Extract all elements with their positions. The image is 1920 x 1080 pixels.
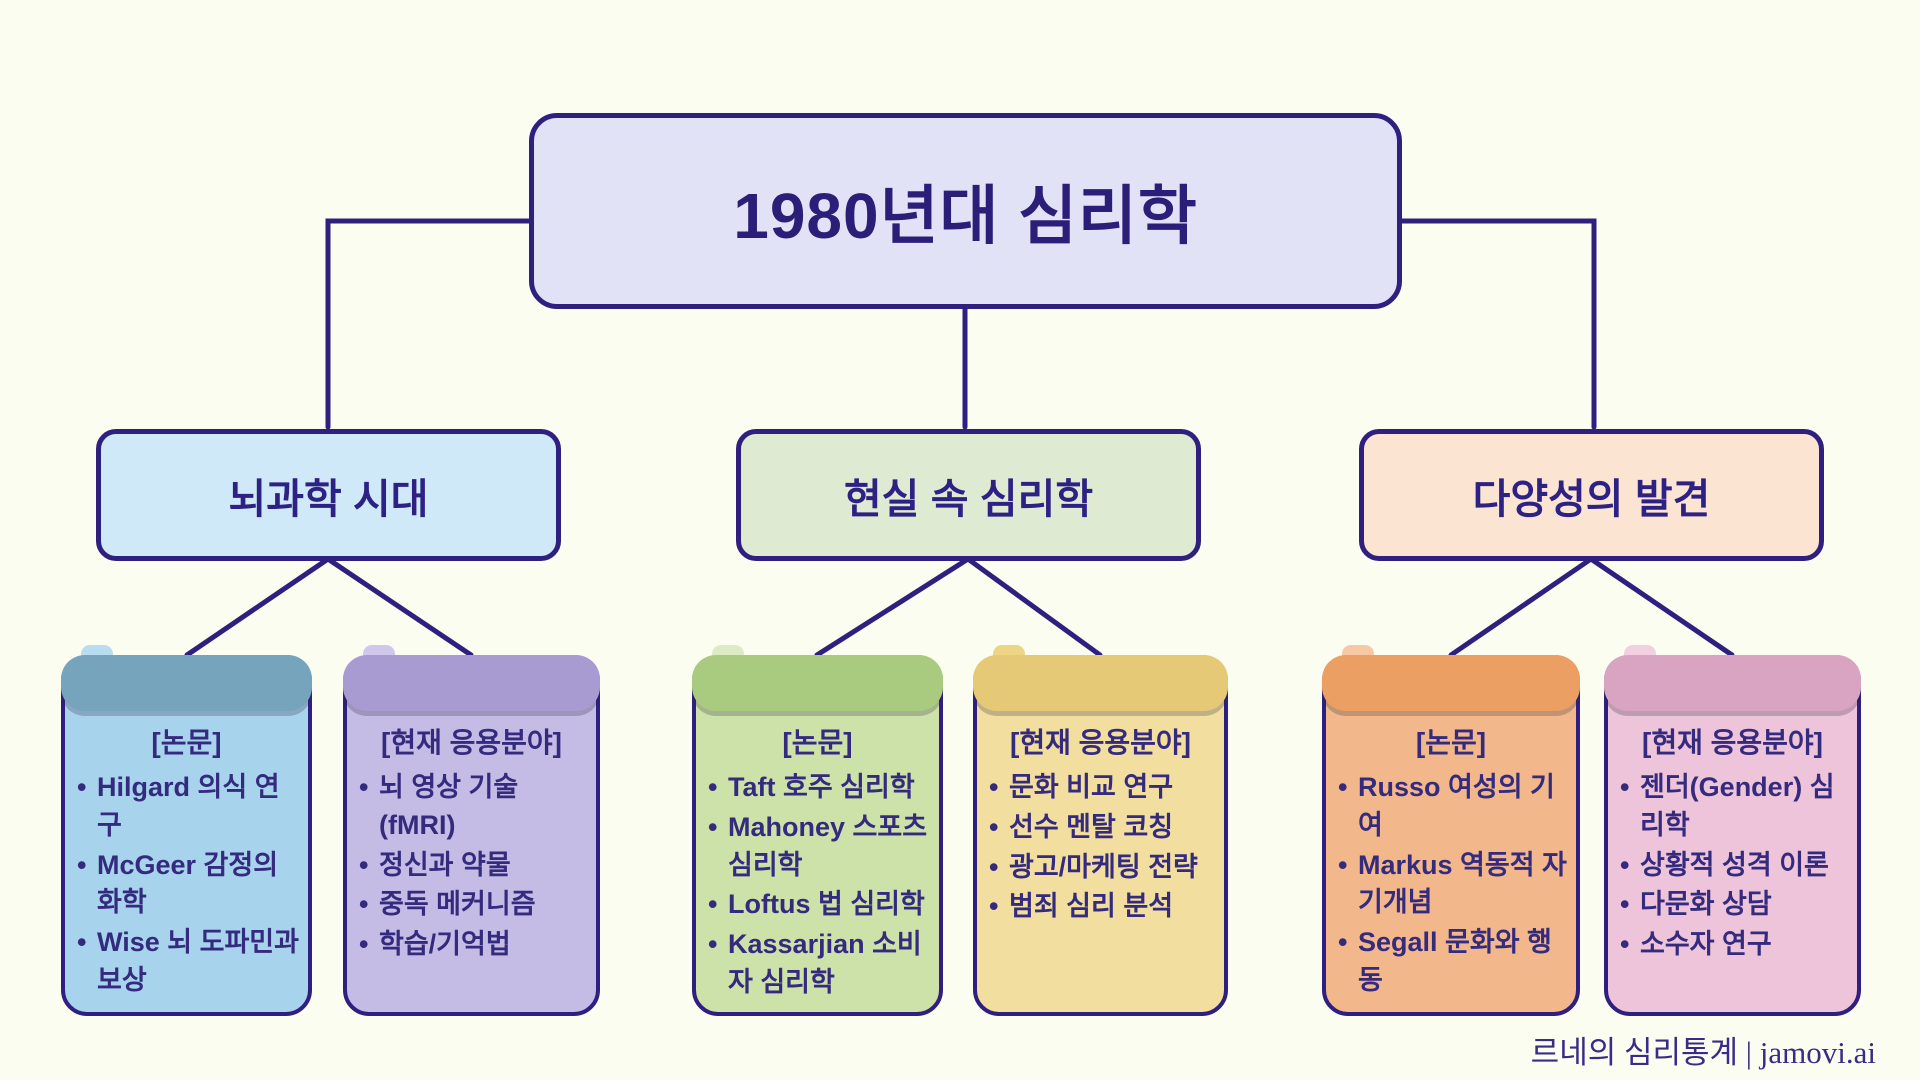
card-item: Wise 뇌 도파민과 보상 bbox=[75, 924, 304, 1000]
card-header-bar bbox=[973, 655, 1228, 711]
card-item: Mahoney 스포츠 심리학 bbox=[706, 809, 935, 885]
card-body: [논문] Taft 호주 심리학 Mahoney 스포츠 심리학 Loftus … bbox=[696, 721, 939, 1002]
card-item: Segall 문화와 행동 bbox=[1336, 924, 1572, 1000]
card-item: 선수 멘탈 코칭 bbox=[987, 809, 1220, 847]
card-item: 소수자 연구 bbox=[1618, 926, 1853, 964]
root-node: 1980년대 심리학 bbox=[529, 113, 1402, 309]
card-item: 상황적 성격 이론 bbox=[1618, 847, 1853, 885]
card-item: 다문화 상담 bbox=[1618, 886, 1853, 924]
branch-label: 뇌과학 시대 bbox=[228, 476, 429, 522]
connector-root-right bbox=[1397, 218, 1597, 430]
card-item: 학습/기억법 bbox=[357, 926, 592, 964]
card-body: [논문] Hilgard 의식 연구 McGeer 감정의 화학 Wise 뇌 … bbox=[65, 721, 308, 1000]
card-item-list: 젠더(Gender) 심리학 상황적 성격 이론 다문화 상담 소수자 연구 bbox=[1608, 769, 1857, 964]
branch-label: 현실 속 심리학 bbox=[843, 476, 1094, 522]
diagram-title: 1980년대 심리학 bbox=[733, 180, 1198, 252]
card-item-list: 뇌 영상 기술 (fMRI) 정신과 약물 중독 메커니즘 학습/기억법 bbox=[347, 769, 596, 964]
card-header-label: [논문] bbox=[1415, 727, 1487, 758]
card-header-label: [현재 응용분야] bbox=[1010, 727, 1191, 758]
card-header-bar bbox=[1322, 655, 1580, 711]
card-item: 광고/마케팅 전략 bbox=[987, 849, 1220, 887]
card-item: 뇌 영상 기술 (fMRI) bbox=[357, 769, 592, 845]
card-real-life-applied-fields: [현재 응용분야] 문화 비교 연구 선수 멘탈 코칭 광고/마케팅 전략 범죄… bbox=[973, 645, 1228, 1016]
card-item: Kassarjian 소비자 심리학 bbox=[706, 926, 935, 1002]
card-body: [논문] Russo 여성의 기여 Markus 역동적 자기개념 Segall… bbox=[1326, 721, 1576, 1000]
card-diversity-applied-fields: [현재 응용분야] 젠더(Gender) 심리학 상황적 성격 이론 다문화 상… bbox=[1604, 645, 1861, 1016]
connector-real-papers bbox=[814, 556, 971, 658]
card-item: Russo 여성의 기여 bbox=[1336, 769, 1572, 845]
card-item: 문화 비교 연구 bbox=[987, 769, 1220, 807]
connector-brain-applied bbox=[325, 556, 474, 658]
card-item: Hilgard 의식 연구 bbox=[75, 769, 304, 845]
connector-real-applied bbox=[965, 556, 1103, 658]
card-header-label: [논문] bbox=[151, 727, 222, 758]
connector-root-left bbox=[325, 218, 532, 430]
card-item: 젠더(Gender) 심리학 bbox=[1618, 769, 1853, 845]
connector-diversity-papers bbox=[1448, 556, 1594, 658]
card-item-list: 문화 비교 연구 선수 멘탈 코칭 광고/마케팅 전략 범죄 심리 분석 bbox=[977, 769, 1224, 926]
card-item-list: Hilgard 의식 연구 McGeer 감정의 화학 Wise 뇌 도파민과 … bbox=[65, 769, 308, 1000]
card-diversity-papers: [논문] Russo 여성의 기여 Markus 역동적 자기개념 Segall… bbox=[1322, 645, 1580, 1016]
card-item: McGeer 감정의 화학 bbox=[75, 847, 304, 923]
branch-node-brain-science: 뇌과학 시대 bbox=[96, 429, 561, 561]
card-item: 범죄 심리 분석 bbox=[987, 888, 1220, 926]
card-item-list: Russo 여성의 기여 Markus 역동적 자기개념 Segall 문화와 … bbox=[1326, 769, 1576, 1000]
card-item-list: Taft 호주 심리학 Mahoney 스포츠 심리학 Loftus 법 심리학… bbox=[696, 769, 939, 1002]
card-item: Markus 역동적 자기개념 bbox=[1336, 847, 1572, 923]
branch-node-discovery-of-diversity: 다양성의 발견 bbox=[1359, 429, 1824, 561]
card-header-bar bbox=[343, 655, 600, 711]
card-header-label: [논문] bbox=[782, 727, 853, 758]
card-real-life-papers: [논문] Taft 호주 심리학 Mahoney 스포츠 심리학 Loftus … bbox=[692, 645, 943, 1016]
card-header-bar bbox=[1604, 655, 1861, 711]
card-header-bar bbox=[692, 655, 943, 711]
branch-label: 다양성의 발견 bbox=[1472, 476, 1711, 522]
card-brain-applied-fields: [현재 응용분야] 뇌 영상 기술 (fMRI) 정신과 약물 중독 메커니즘 … bbox=[343, 645, 600, 1016]
card-brain-papers: [논문] Hilgard 의식 연구 McGeer 감정의 화학 Wise 뇌 … bbox=[61, 645, 312, 1016]
connector-diversity-applied bbox=[1588, 556, 1735, 658]
card-item: 정신과 약물 bbox=[357, 847, 592, 885]
card-item: Taft 호주 심리학 bbox=[706, 769, 935, 807]
connector-brain-papers bbox=[184, 556, 331, 658]
card-body: [현재 응용분야] 젠더(Gender) 심리학 상황적 성격 이론 다문화 상… bbox=[1608, 721, 1857, 964]
card-header-bar bbox=[61, 655, 312, 711]
footer-credit: 르네의 심리통계 | jamovi.ai bbox=[1530, 1035, 1876, 1070]
card-body: [현재 응용분야] 문화 비교 연구 선수 멘탈 코칭 광고/마케팅 전략 범죄… bbox=[977, 721, 1224, 926]
card-header-label: [현재 응용분야] bbox=[1642, 727, 1823, 758]
card-header-label: [현재 응용분야] bbox=[381, 727, 562, 758]
branch-node-real-life-psychology: 현실 속 심리학 bbox=[736, 429, 1201, 561]
card-item: Loftus 법 심리학 bbox=[706, 886, 935, 924]
card-body: [현재 응용분야] 뇌 영상 기술 (fMRI) 정신과 약물 중독 메커니즘 … bbox=[347, 721, 596, 964]
card-item: 중독 메커니즘 bbox=[357, 886, 592, 924]
